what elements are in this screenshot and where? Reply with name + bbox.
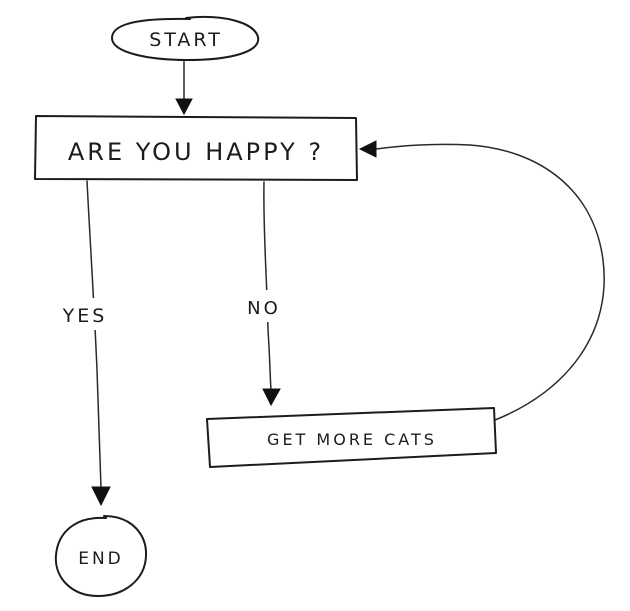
end-node: END <box>54 515 148 597</box>
arrowhead-left-icon <box>358 140 377 158</box>
yes-label: YES <box>62 305 108 327</box>
edge-loop-back <box>358 140 605 421</box>
question-label: ARE YOU HAPPY ? <box>68 138 324 166</box>
action-node: GET MORE CATS <box>206 407 497 468</box>
start-label: START <box>149 29 223 51</box>
start-node: START <box>111 16 260 61</box>
end-oval <box>54 515 148 597</box>
edge-no: NO <box>232 181 298 407</box>
question-node: ARE YOU HAPPY ? <box>34 115 358 181</box>
arrowhead-down-icon <box>262 388 281 407</box>
action-box <box>206 407 497 468</box>
end-label: END <box>78 549 124 569</box>
arrow-start-to-question <box>175 60 193 116</box>
question-box <box>34 115 358 181</box>
arrowhead-down-icon <box>91 486 111 507</box>
start-oval <box>111 16 260 61</box>
arrowhead-down-icon <box>175 98 193 116</box>
action-label: GET MORE CATS <box>267 430 437 449</box>
edge-yes: YES <box>48 180 124 507</box>
no-label: NO <box>247 298 281 319</box>
